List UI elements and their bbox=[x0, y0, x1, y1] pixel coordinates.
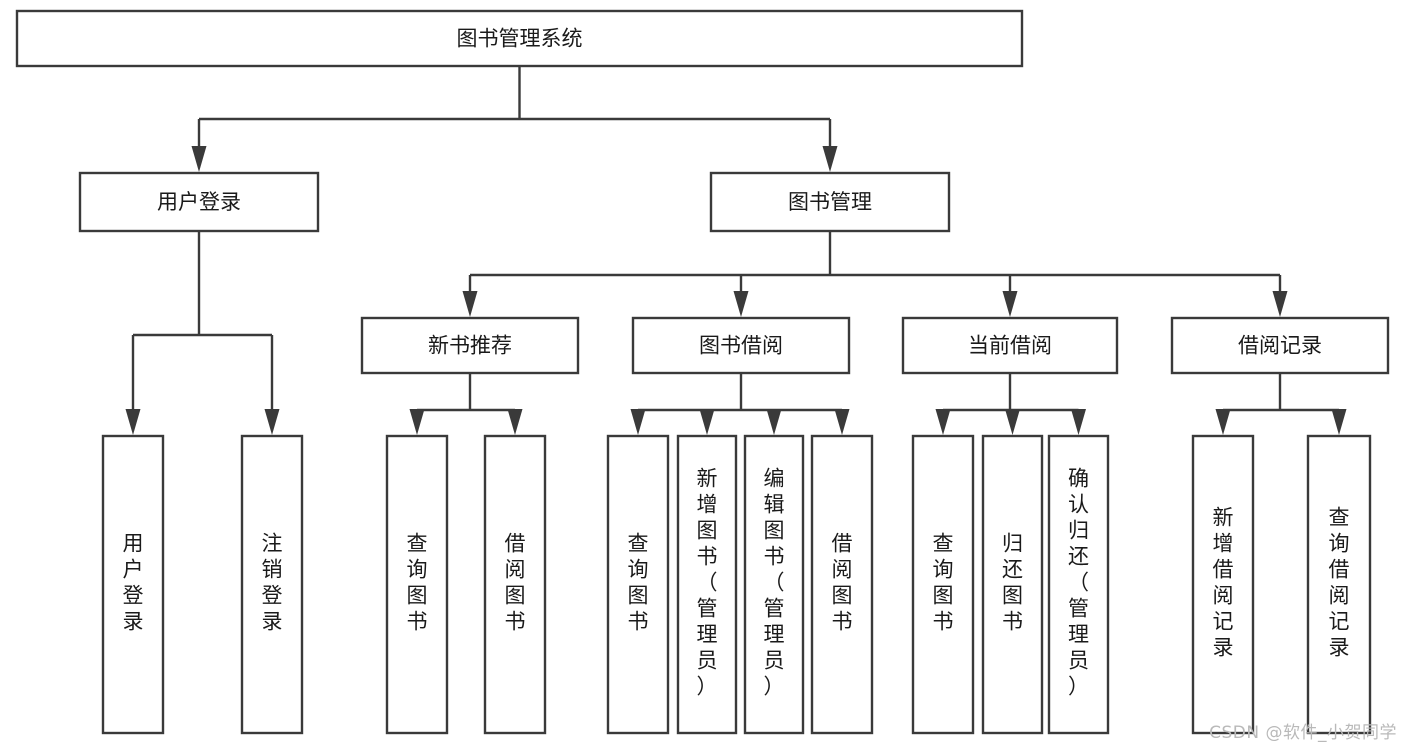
node-图书管理[interactable]: 图书管理 bbox=[709, 171, 951, 233]
arrow-head-icon bbox=[935, 409, 951, 435]
node-查询图书[interactable]: 查询图书 bbox=[911, 434, 975, 735]
node-label: 图书管理 bbox=[788, 190, 872, 214]
arrow-head-icon bbox=[1272, 291, 1288, 317]
node-box-rect bbox=[981, 434, 1044, 735]
arrow-head-icon bbox=[630, 409, 646, 435]
node-label: 新书推荐 bbox=[428, 334, 512, 358]
node-box-rect bbox=[676, 434, 738, 735]
arrow-head-icon bbox=[1215, 409, 1231, 435]
arrow-head-icon bbox=[822, 146, 838, 172]
node-编辑图书管理员[interactable]: 编辑图书（管理员） bbox=[743, 434, 805, 735]
arrow-head-icon bbox=[1331, 409, 1347, 435]
node-查询图书[interactable]: 查询图书 bbox=[606, 434, 670, 735]
node-查询图书[interactable]: 查询图书 bbox=[385, 434, 449, 735]
arrow-head-icon bbox=[834, 409, 850, 435]
node-借阅记录[interactable]: 借阅记录 bbox=[1170, 316, 1390, 375]
node-label: 图书管理系统 bbox=[457, 27, 583, 51]
node-box-rect bbox=[743, 434, 805, 735]
node-box-rect bbox=[385, 434, 449, 735]
arrow-head-icon bbox=[264, 409, 280, 435]
node-借阅图书[interactable]: 借阅图书 bbox=[810, 434, 874, 735]
node-box-rect bbox=[1047, 434, 1110, 735]
node-归还图书[interactable]: 归还图书 bbox=[981, 434, 1044, 735]
arrow-head-icon bbox=[733, 291, 749, 317]
node-注销登录[interactable]: 注销登录 bbox=[240, 434, 304, 735]
arrow-head-icon bbox=[1002, 291, 1018, 317]
node-box-rect bbox=[810, 434, 874, 735]
node-label: 编辑图书（管理员） bbox=[764, 467, 785, 699]
arrow-head-icon bbox=[125, 409, 141, 435]
arrow-head-icon bbox=[409, 409, 425, 435]
node-label: 新增借阅记录 bbox=[1213, 506, 1234, 660]
node-label: 查询图书 bbox=[628, 532, 649, 634]
arrow-head-icon bbox=[462, 291, 478, 317]
node-label: 用户登录 bbox=[157, 190, 241, 214]
node-box-rect bbox=[15, 9, 1024, 68]
node-label: 注销登录 bbox=[262, 532, 283, 634]
node-查询借阅记录[interactable]: 查询借阅记录 bbox=[1306, 434, 1372, 735]
arrow-head-icon bbox=[699, 409, 715, 435]
node-label: 查询图书 bbox=[933, 532, 954, 634]
node-box-rect bbox=[1306, 434, 1372, 735]
node-确认归还管理员[interactable]: 确认归还（管理员） bbox=[1047, 434, 1110, 735]
node-box-rect bbox=[901, 316, 1119, 375]
node-label: 新增图书（管理员） bbox=[697, 467, 718, 699]
node-label: 借阅图书 bbox=[832, 532, 853, 634]
node-label: 借阅图书 bbox=[505, 532, 526, 634]
arrow-head-icon bbox=[1005, 409, 1020, 435]
node-label: 图书借阅 bbox=[699, 334, 783, 358]
node-新增图书管理员[interactable]: 新增图书（管理员） bbox=[676, 434, 738, 735]
node-当前借阅[interactable]: 当前借阅 bbox=[901, 316, 1119, 375]
node-box-rect bbox=[631, 316, 851, 375]
node-借阅图书[interactable]: 借阅图书 bbox=[483, 434, 547, 735]
node-box-rect bbox=[709, 171, 951, 233]
node-box-rect bbox=[360, 316, 580, 375]
node-box-rect bbox=[1170, 316, 1390, 375]
node-新书推荐[interactable]: 新书推荐 bbox=[360, 316, 580, 375]
node-用户登录[interactable]: 用户登录 bbox=[78, 171, 320, 233]
node-box-rect bbox=[101, 434, 165, 735]
arrow-head-icon bbox=[766, 409, 782, 435]
node-label: 借阅记录 bbox=[1238, 334, 1322, 358]
node-label: 用户登录 bbox=[123, 532, 144, 634]
arrow-head-icon bbox=[507, 409, 523, 435]
node-box-rect bbox=[78, 171, 320, 233]
node-box-rect bbox=[606, 434, 670, 735]
node-用户登录[interactable]: 用户登录 bbox=[101, 434, 165, 735]
node-图书借阅[interactable]: 图书借阅 bbox=[631, 316, 851, 375]
node-新增借阅记录[interactable]: 新增借阅记录 bbox=[1191, 434, 1255, 735]
node-box-rect bbox=[240, 434, 304, 735]
node-label: 确认归还（管理员） bbox=[1068, 467, 1089, 699]
node-box-rect bbox=[1191, 434, 1255, 735]
node-label: 查询借阅记录 bbox=[1329, 506, 1350, 660]
node-label: 归还图书 bbox=[1002, 532, 1023, 634]
arrow-head-icon bbox=[1071, 409, 1086, 435]
watermark-text: CSDN @软件_小贺同学 bbox=[1209, 723, 1397, 743]
arrow-head-icon bbox=[191, 146, 207, 172]
node-图书管理系统[interactable]: 图书管理系统 bbox=[15, 9, 1024, 68]
node-box-rect bbox=[911, 434, 975, 735]
node-label: 当前借阅 bbox=[968, 334, 1052, 358]
node-box-rect bbox=[483, 434, 547, 735]
node-label: 查询图书 bbox=[407, 532, 428, 634]
